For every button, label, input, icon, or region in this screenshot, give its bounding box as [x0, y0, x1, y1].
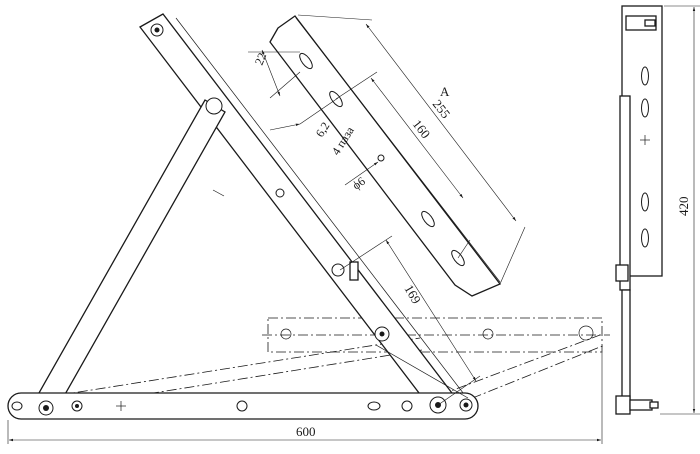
- dim-6-2-label: 6,2: [313, 119, 333, 139]
- support-arm: [34, 97, 226, 413]
- dim-600-label: 600: [296, 424, 316, 439]
- dimension-lines: [7, 5, 700, 444]
- view-label-a: A: [440, 84, 450, 99]
- dim-420-label: 420: [676, 197, 691, 217]
- mounting-bracket: [269, 15, 502, 297]
- dim-hole-diameter-label: ϕ6: [350, 174, 368, 193]
- dim-169-label: 169: [401, 282, 424, 306]
- dim-22-label: 22: [252, 51, 269, 67]
- dim-160-label: 160: [410, 117, 434, 142]
- base-bar: [7, 392, 479, 420]
- side-view: [615, 5, 663, 415]
- dim-255-label: 255: [430, 97, 454, 122]
